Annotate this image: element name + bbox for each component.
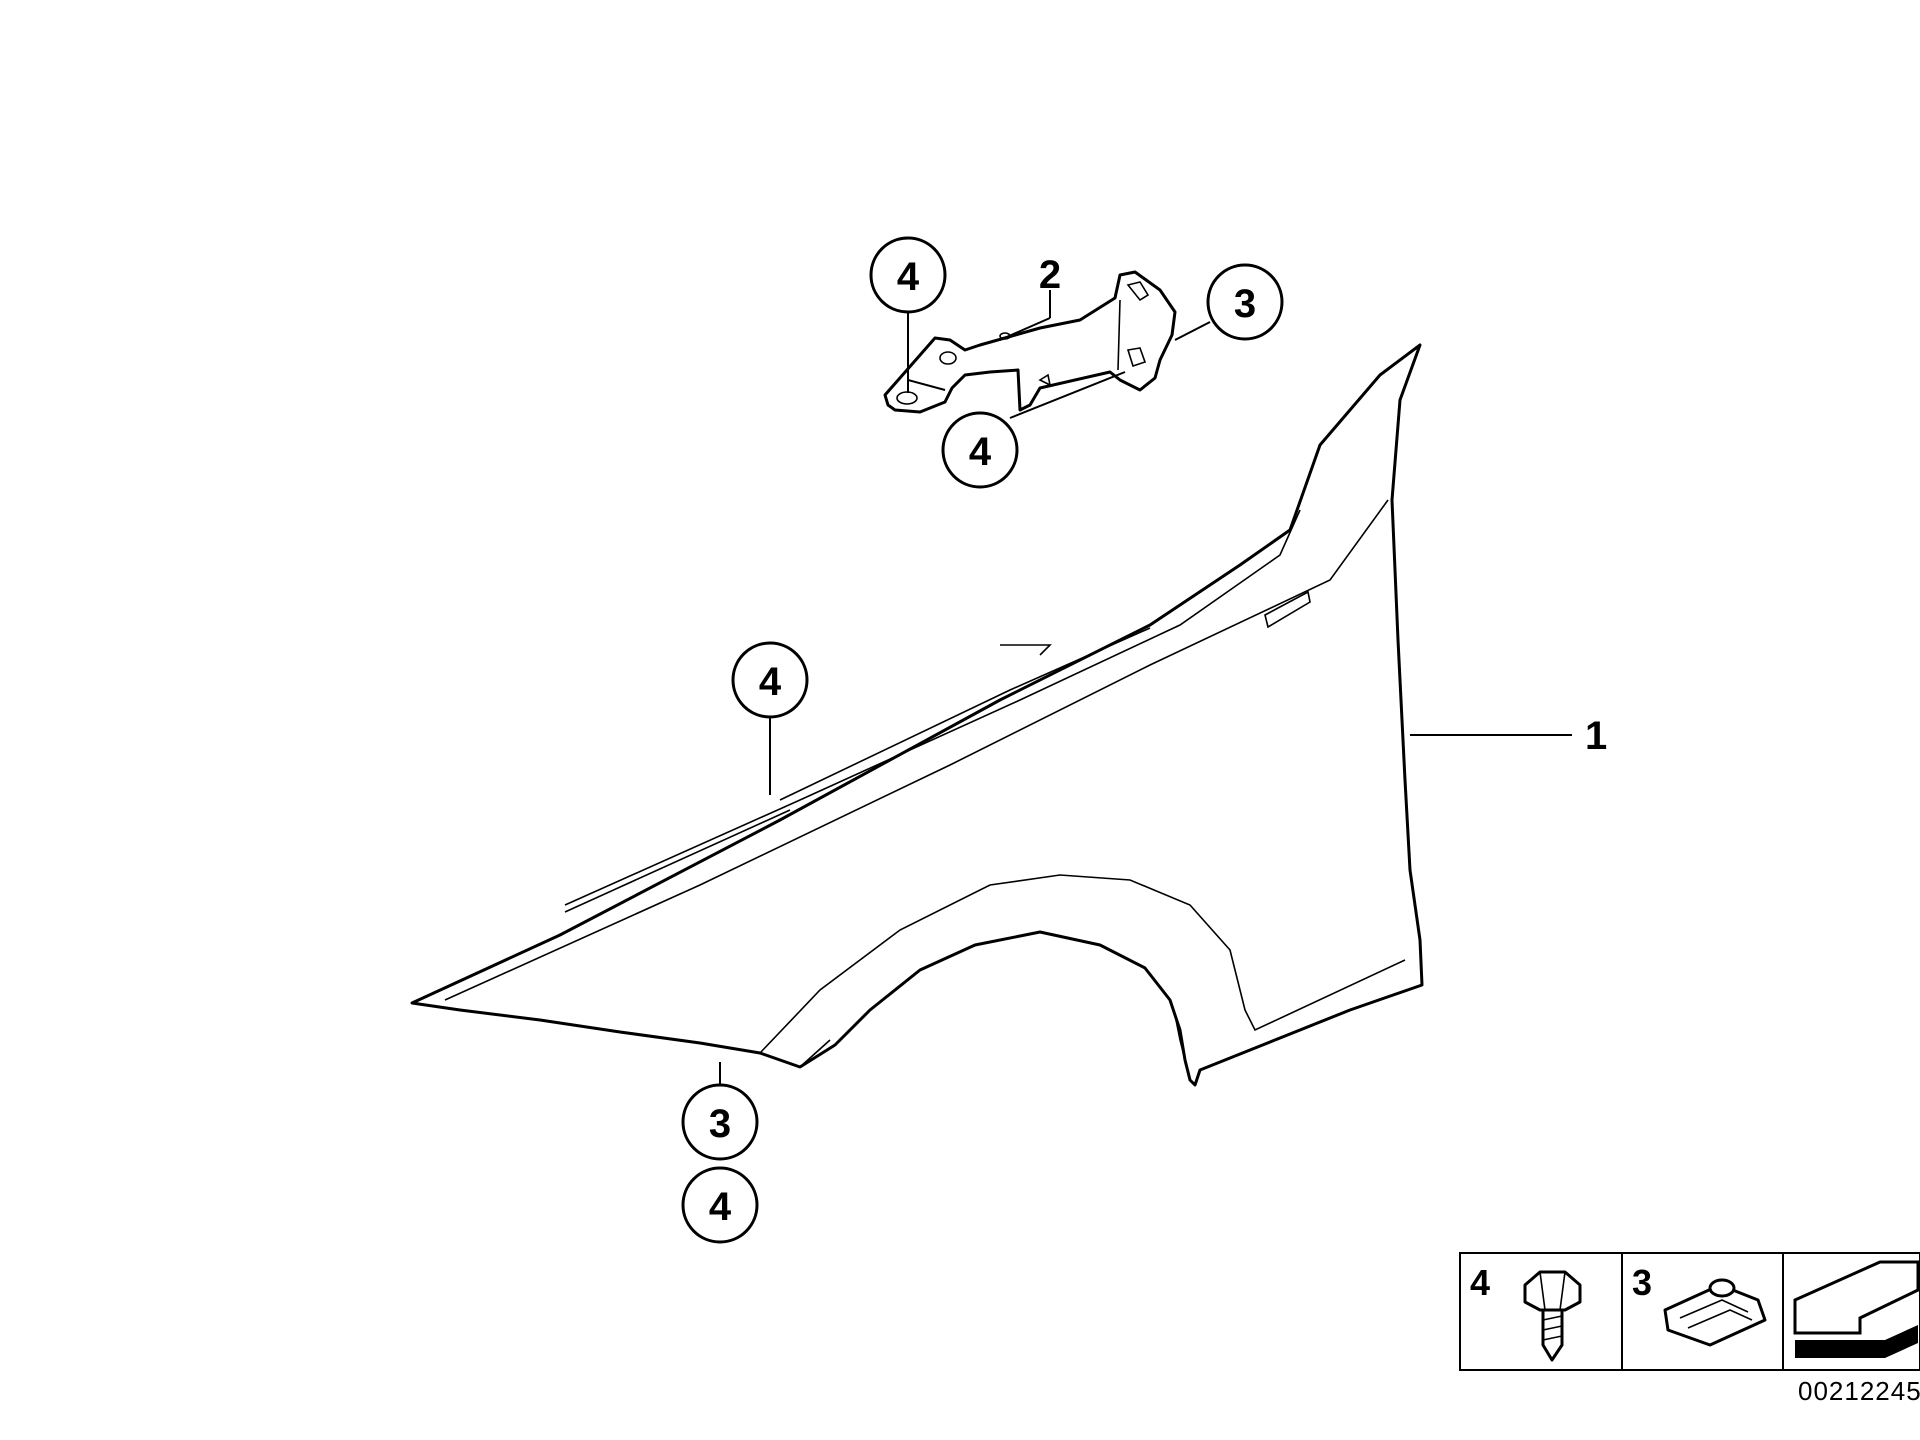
fender-bracket [883, 270, 1177, 414]
callout-label: 4 [897, 255, 920, 299]
callout-label: 4 [969, 430, 992, 474]
leader-lines [719, 290, 1572, 1092]
arrow-left-icon [1793, 1260, 1920, 1358]
callout-label: 3 [709, 1102, 731, 1146]
callout-fender-bottom-a: 3 [681, 1083, 759, 1161]
document-number: 00212245 [1798, 1376, 1920, 1406]
callout-bracket-right: 3 [1206, 263, 1284, 341]
callout-label: 2 [1039, 253, 1061, 297]
callout-bracket-part: 2 [1039, 253, 1061, 297]
callout-fender-part: 1 [1585, 714, 1607, 758]
callout-fender-top: 4 [731, 641, 809, 719]
front-fender [410, 343, 1424, 1087]
callout-bracket-top-left: 4 [869, 236, 947, 314]
callout-label: 4 [709, 1185, 732, 1229]
bolt-icon [1523, 1270, 1582, 1362]
hardware-legend: 4 3 [1459, 1252, 1920, 1371]
callout-label: 1 [1585, 714, 1607, 758]
legend-number-clip-nut: 3 [1632, 1262, 1652, 1303]
callout-bracket-bottom: 4 [941, 411, 1019, 489]
callout-fender-bottom-b: 4 [681, 1166, 759, 1244]
clip-nut-icon [1663, 1278, 1767, 1347]
callout-label: 3 [1234, 282, 1256, 326]
callout-label: 4 [759, 660, 782, 704]
legend-number-bolt: 4 [1470, 1262, 1490, 1303]
